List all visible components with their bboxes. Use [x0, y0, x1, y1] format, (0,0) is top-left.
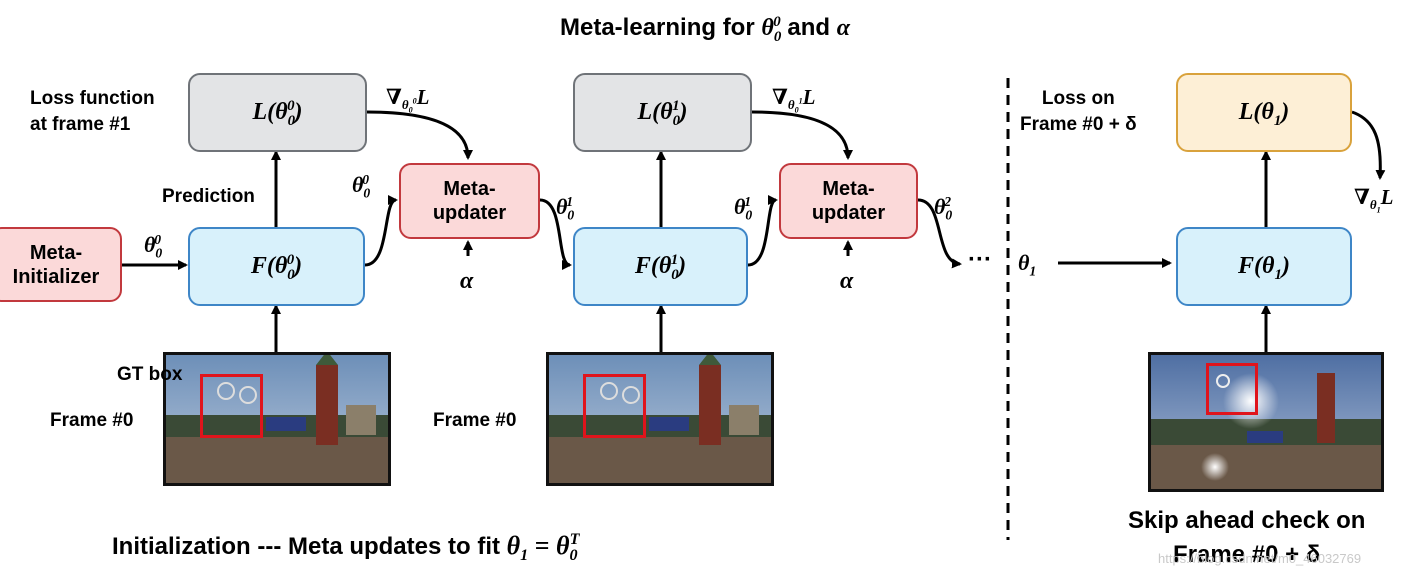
title-theta: θ00: [761, 14, 782, 45]
arrow-l1-to-updater1: [366, 110, 473, 160]
loss-on-label: Loss on Frame #0 + δ: [1020, 88, 1137, 135]
model-box-f-theta1: F(θ1): [1176, 227, 1352, 306]
gt-bounding-box-3: [1206, 363, 1258, 415]
model-box-f-theta01: F(θ01): [573, 227, 748, 306]
frame0-label-1: Frame #0: [50, 410, 134, 431]
arrow-updater1-to-f2: [539, 198, 572, 270]
gradient-label-2: ∇θ01L: [772, 85, 816, 115]
arrow-updater2-to-ellipsis: [917, 198, 962, 269]
frame-image-1: [163, 352, 391, 486]
prediction-label: Prediction: [162, 186, 255, 207]
loss-box-theta00: L(θ00): [188, 73, 367, 152]
gt-bounding-box-1: [200, 374, 263, 438]
theta02-label: θ02: [934, 193, 953, 223]
theta01-label-1: θ01: [556, 193, 575, 223]
loss-box-theta1: L(θ1): [1176, 73, 1352, 152]
gradient-label-1: ∇θ00L: [386, 85, 430, 115]
footer-caption: Initialization --- Meta updates to fit θ…: [112, 531, 580, 565]
meta-updater-box-2: Meta-updater: [779, 163, 918, 239]
arrow-l3-to-gradient: [1351, 110, 1386, 180]
theta01-label-2: θ01: [734, 193, 753, 223]
title-text: Meta-learning for: [560, 14, 755, 41]
meta-initializer-box: Meta-Initializer: [0, 227, 122, 302]
theta00-label-init: θ00: [144, 231, 163, 261]
title-alpha: α: [836, 15, 850, 41]
loss-box-theta01: L(θ01): [573, 73, 752, 152]
alpha-label-1: α: [460, 268, 474, 294]
frame0-label-2: Frame #0: [433, 410, 517, 431]
model-box-f-theta00: F(θ00): [188, 227, 365, 306]
alpha-label-2: α: [840, 268, 854, 294]
gradient-label-3: ∇θ1L: [1354, 185, 1394, 215]
theta1-input-label: θ1: [1018, 250, 1037, 279]
loss-function-label: Loss function at frame #1: [30, 88, 155, 135]
arrow-f1-to-updater1: [364, 195, 398, 267]
watermark-text: https://blog.csdn.net/m0_46032769: [1158, 551, 1362, 566]
arrow-f2-to-updater2: [747, 195, 778, 267]
frame-image-3: [1148, 352, 1384, 492]
theta00-label-1: θ00: [352, 171, 371, 201]
gt-box-label: GT box: [117, 364, 183, 385]
meta-updater-box-1: Meta-updater: [399, 163, 540, 239]
ellipsis: ···: [968, 246, 992, 273]
skip-ahead-caption: Skip ahead check on Frame #0 + δ: [1128, 507, 1366, 568]
diagram-title: Meta-learning for θ00 and α: [560, 12, 850, 44]
title-and: and: [787, 14, 831, 41]
gt-bounding-box-2: [583, 374, 646, 438]
frame-image-2: [546, 352, 774, 486]
arrow-l2-to-updater2: [751, 110, 853, 160]
